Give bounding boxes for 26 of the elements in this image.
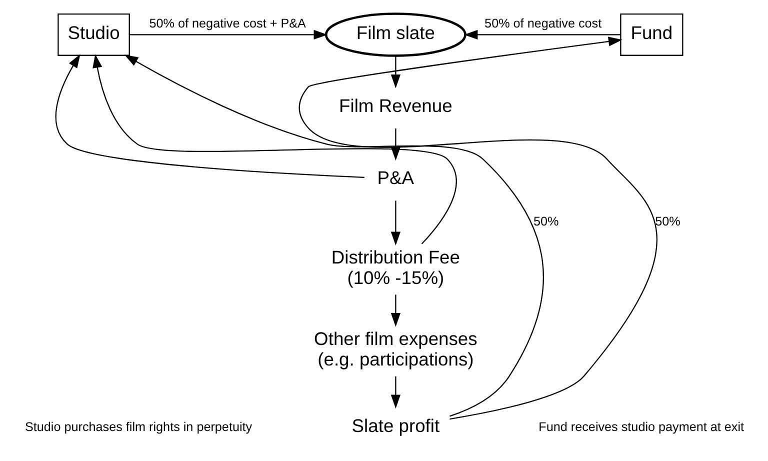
node-ellipse: Film slate xyxy=(324,12,466,56)
node-text: Slate profit xyxy=(351,414,440,436)
arrow xyxy=(390,294,400,326)
arrow xyxy=(124,54,544,416)
node-box: Fund xyxy=(620,12,683,56)
arrow xyxy=(390,55,400,88)
edge-label: 50% xyxy=(654,214,680,228)
edge-label: 50% of negative cost + P&A xyxy=(148,16,306,30)
arrow xyxy=(129,29,328,40)
arrow xyxy=(390,200,400,246)
node-text: Distribution Fee xyxy=(330,246,460,267)
arrow xyxy=(390,376,400,408)
arrow xyxy=(92,54,456,244)
edge-label: 50% of negative cost xyxy=(484,16,602,30)
node-text: Film Revenue xyxy=(338,94,452,116)
arrow xyxy=(298,36,657,420)
node-box: Studio xyxy=(57,12,130,56)
arrow xyxy=(463,29,620,40)
edge-label: 50% xyxy=(532,214,558,228)
node-label: (e.g. participations) xyxy=(317,348,474,370)
node-text: P&A xyxy=(376,166,414,188)
node-text: Other film expenses xyxy=(314,327,477,348)
arrow xyxy=(54,54,364,178)
label: Fund receives studio payment at exit xyxy=(538,419,744,434)
label: Studio purchases film rights in perpetuity xyxy=(24,419,252,434)
node-label: (10% -15%) xyxy=(346,266,444,288)
